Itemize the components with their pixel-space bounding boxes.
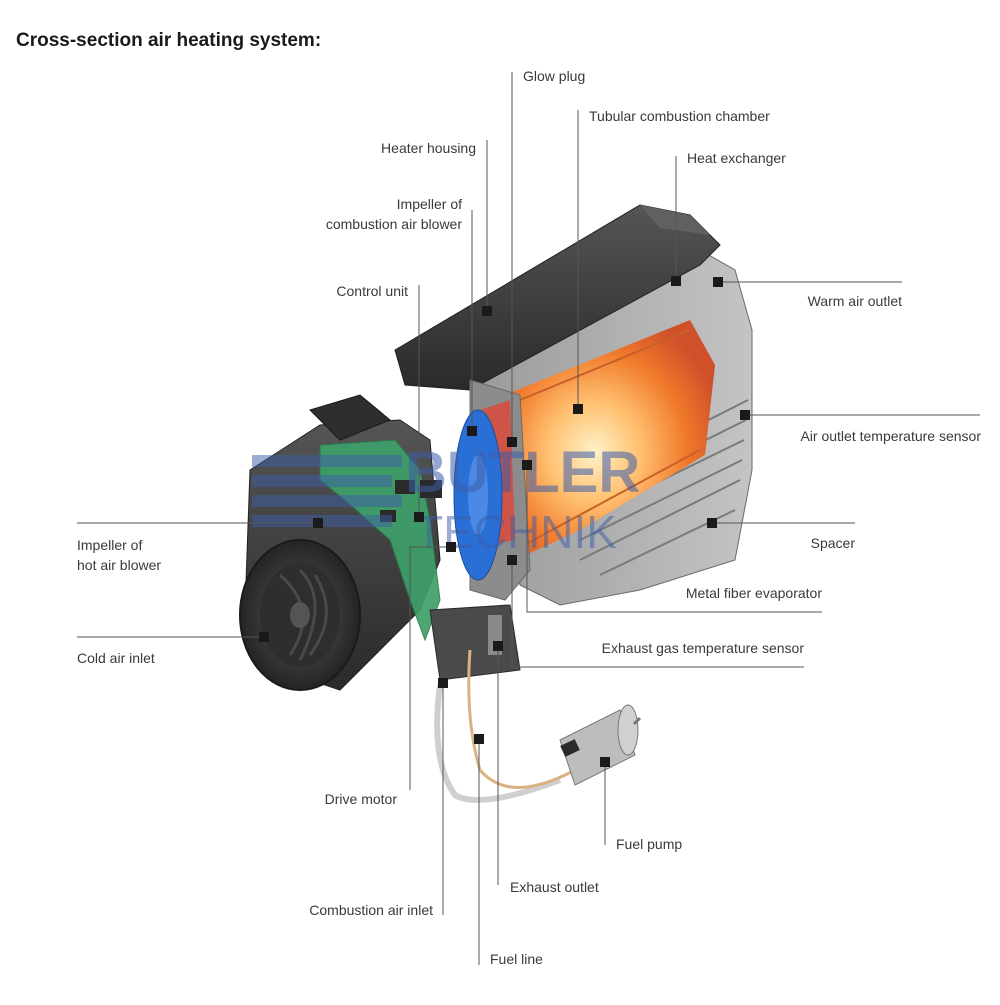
label-impeller-hot-air-blower-line2: hot air blower <box>77 557 162 573</box>
label-fuel-pump: Fuel pump <box>616 836 683 852</box>
marker-combustion-impeller <box>467 426 477 436</box>
label-impeller-combustion-blower-line2: combustion air blower <box>325 216 462 232</box>
watermark-line1: BUTLER <box>405 440 640 505</box>
marker-hot-air-impeller <box>313 518 323 528</box>
marker-combustion-air-inlet <box>438 678 448 688</box>
label-impeller-combustion-blower-line1: Impeller of <box>396 196 462 212</box>
marker-fuel-pump <box>600 757 610 767</box>
combustion-chamber <box>495 320 715 560</box>
marker-spacer <box>707 518 717 528</box>
label-impeller-hot-air-blower: Impeller of hot air blower <box>77 535 161 575</box>
label-glow-plug: Glow plug <box>523 68 586 84</box>
label-impeller-hot-air-blower-line1: Impeller of <box>77 537 143 553</box>
marker-exhaust-outlet <box>493 641 503 651</box>
label-air-outlet-temperature-sensor: Air outlet temperature sensor <box>800 428 981 444</box>
marker-warm-air-outlet <box>713 277 723 287</box>
label-heat-exchanger: Heat exchanger <box>687 150 786 166</box>
label-control-unit: Control unit <box>336 283 408 299</box>
marker-control-unit <box>414 512 424 522</box>
label-fuel-line: Fuel line <box>490 951 543 967</box>
fuel-pump-body <box>559 704 642 786</box>
markers <box>259 276 750 767</box>
marker-air-outlet-sensor <box>740 410 750 420</box>
label-combustion-air-inlet: Combustion air inlet <box>309 902 433 918</box>
marker-heat-exchanger <box>671 276 681 286</box>
label-heater-housing: Heater housing <box>381 140 476 156</box>
diagram-title: Cross-section air heating system: <box>16 30 322 51</box>
label-spacer: Spacer <box>810 535 855 551</box>
label-cold-air-inlet: Cold air inlet <box>77 650 155 666</box>
marker-metal-fiber-evaporator <box>522 460 532 470</box>
label-exhaust-gas-temperature-sensor: Exhaust gas temperature sensor <box>601 640 804 656</box>
marker-glow-plug <box>507 437 517 447</box>
marker-fuel-line <box>474 734 484 744</box>
label-warm-air-outlet: Warm air outlet <box>807 293 902 309</box>
combustion-air-inlet-pipe <box>434 684 562 803</box>
marker-heater-housing <box>482 306 492 316</box>
label-tubular-combustion-chamber: Tubular combustion chamber <box>589 108 770 124</box>
marker-exhaust-gas-sensor <box>507 555 517 565</box>
fuel-line-tube <box>467 649 576 789</box>
label-exhaust-outlet: Exhaust outlet <box>510 879 599 895</box>
watermark: BUTLER TECHNIK <box>252 440 640 558</box>
marker-drive-motor <box>446 542 456 552</box>
label-impeller-combustion-blower: Impeller of combustion air blower <box>326 194 462 234</box>
label-metal-fiber-evaporator: Metal fiber evaporator <box>685 585 822 601</box>
leader-lines <box>77 72 980 965</box>
marker-cold-air-inlet <box>259 632 269 642</box>
label-drive-motor: Drive motor <box>324 791 397 807</box>
watermark-line2: TECHNIK <box>415 506 617 558</box>
marker-combustion-chamber <box>573 404 583 414</box>
